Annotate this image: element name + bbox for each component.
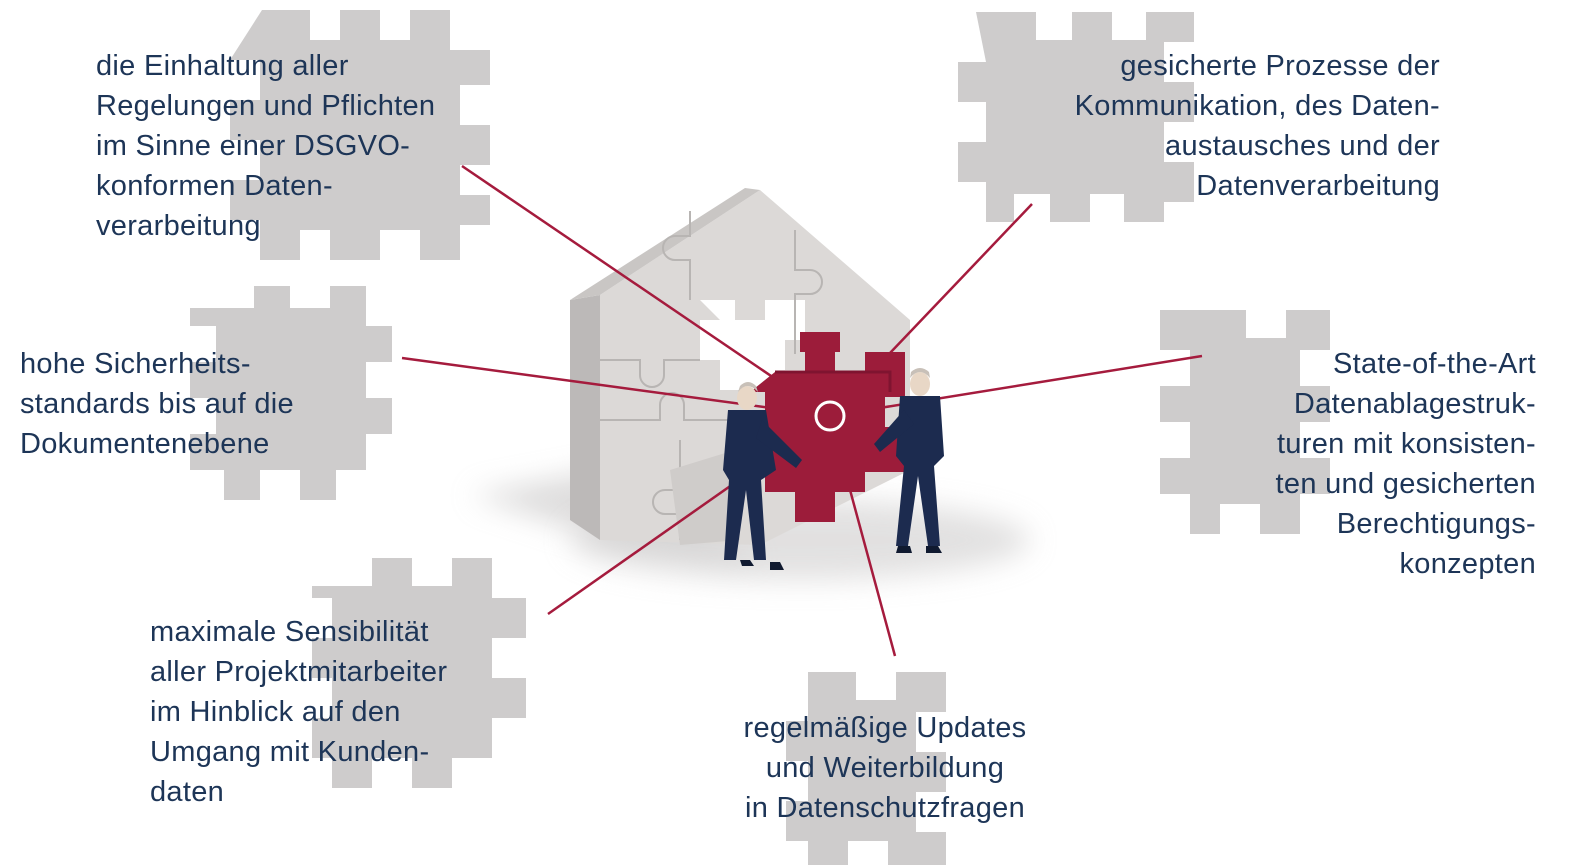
label-line: Regelungen und Pflichten [96, 90, 436, 122]
puzzle-piece-icon [958, 12, 1194, 222]
connector-mid-left [401, 356, 831, 418]
label-top-right: gesicherte Prozesse der Kommunikation, d… [1075, 46, 1440, 206]
label-top-left: die Einhaltung aller Regelungen und Pfli… [96, 46, 435, 246]
label-mid-left: hohe Sicherheits- standards bis auf die … [20, 344, 294, 464]
label-line: State-of-the-Art [1332, 348, 1536, 380]
label-line: in Datenschutzfragen [744, 792, 1026, 824]
label-mid-right: State-of-the-Art Datenablagestruk- turen… [1276, 344, 1536, 584]
label-line: standards bis auf die [20, 388, 294, 420]
gear-puzzle-icon [745, 332, 905, 522]
label-line: turen mit konsisten- [1276, 428, 1536, 460]
label-line: und Weiterbildung [765, 752, 1005, 784]
label-line: verarbeitung [96, 210, 261, 242]
puzzle-piece-icon [230, 10, 490, 260]
label-line: konformen Daten- [96, 170, 333, 202]
label-line: daten [150, 776, 225, 808]
label-line: gesicherte Prozesse der [1120, 50, 1440, 82]
label-line: Dokumentenebene [20, 428, 270, 460]
label-line: maximale Sensibilität [150, 616, 429, 648]
label-line: die Einhaltung aller [96, 50, 349, 82]
label-line: Berechtigungs- [1336, 508, 1536, 540]
puzzle-piece-icon [312, 558, 526, 788]
connector-mid-right [829, 354, 1203, 418]
connector-top-left [461, 164, 831, 418]
businessman-icon [874, 368, 944, 553]
puzzle-piece-icon [1160, 310, 1330, 534]
label-bottom-left: maximale Sensibilität aller Projektmitar… [150, 612, 447, 812]
businessman-icon [723, 382, 802, 570]
label-line: aller Projektmitarbeiter [150, 656, 448, 688]
label-line: hohe Sicherheits- [20, 348, 251, 380]
label-bottom-center: regelmäßige Updates und Weiterbildung in… [700, 708, 1070, 828]
house-puzzle-icon [570, 188, 910, 545]
label-line: ten und gesicherten [1275, 468, 1536, 500]
label-line: im Hinblick auf den [150, 696, 401, 728]
puzzle-piece-icon [786, 672, 946, 865]
label-line: Datenverarbeitung [1196, 170, 1440, 202]
label-line: Kommunikation, des Daten- [1074, 90, 1440, 122]
label-line: konzepten [1399, 548, 1536, 580]
label-line: Datenablagestruk- [1293, 388, 1536, 420]
label-line: Umgang mit Kunden- [150, 736, 430, 768]
puzzle-piece-icon [190, 286, 392, 500]
label-line: regelmäßige Updates [743, 712, 1027, 744]
label-line: im Sinne einer DSGVO- [96, 130, 411, 162]
label-line: austausches und der [1165, 130, 1440, 162]
